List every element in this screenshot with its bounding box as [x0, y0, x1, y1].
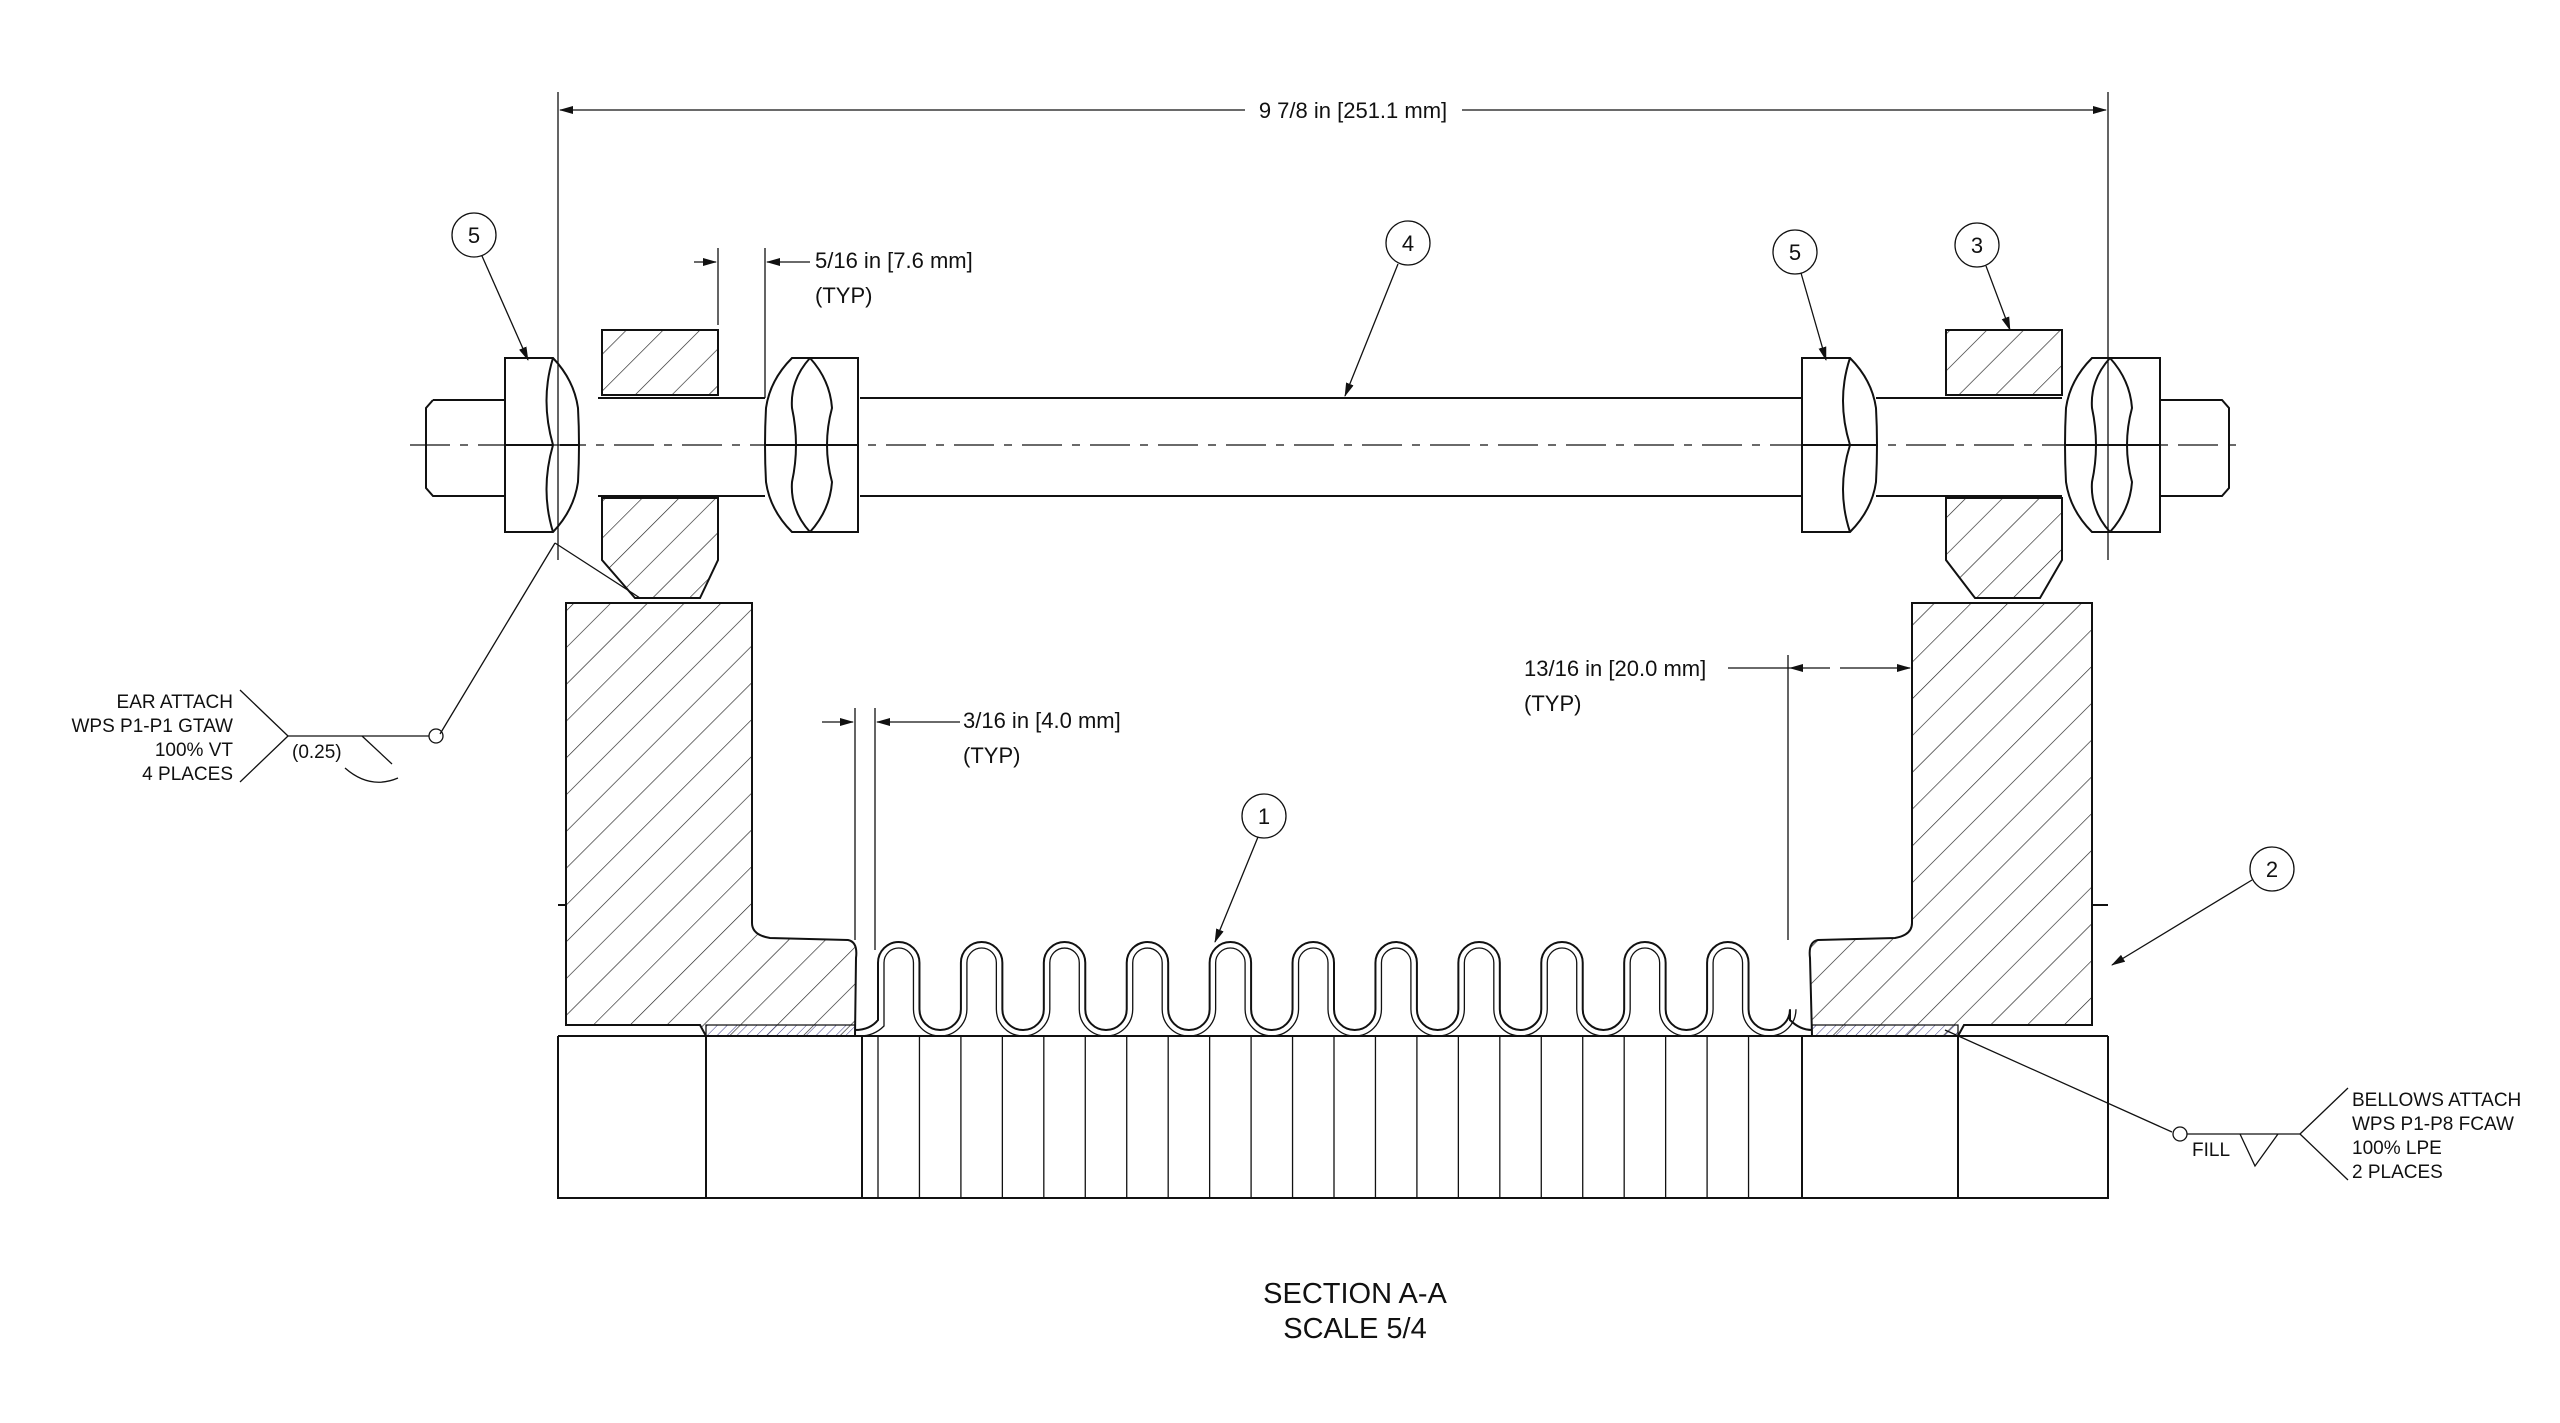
svg-text:4: 4: [1402, 231, 1414, 256]
bellows-attach-fill: FILL: [2192, 1140, 2230, 1161]
ear-attach-size: (0.25): [292, 742, 342, 763]
nut-right-outer: [2064, 357, 2161, 533]
balloon-5-right: 5: [1772, 229, 1827, 361]
weld-bead-right: [1811, 1024, 1959, 1037]
nut-gap-typ: (TYP): [815, 283, 872, 308]
bellows: [854, 941, 1813, 1198]
balloon-4: 4: [1344, 220, 1431, 397]
bellows-attach-line2: WPS P1-P8 FCAW: [2352, 1114, 2514, 1135]
flange-right: [1808, 602, 2108, 1037]
bellows-gap-label: 3/16 in [4.0 mm]: [963, 708, 1121, 733]
bellows-attach-weld-callout: FILL BELLOWS ATTACH WPS P1-P8 FCAW 100% …: [1944, 1029, 2521, 1183]
balloon-2: 2: [2111, 846, 2295, 966]
overall-dimension: 9 7/8 in [251.1 mm]: [557, 92, 2109, 560]
flange-gap-label: 13/16 in [20.0 mm]: [1524, 656, 1706, 681]
ear-right: [1945, 329, 2063, 599]
ear-attach-line2: WPS P1-P1 GTAW: [71, 716, 233, 737]
tie-rod: [410, 397, 2245, 497]
nut-gap-dimension: 5/16 in [7.6 mm] (TYP): [694, 248, 973, 398]
bellows-gap-typ: (TYP): [963, 743, 1020, 768]
nut-gap-label: 5/16 in [7.6 mm]: [815, 248, 973, 273]
section-scale: SCALE 5/4: [1283, 1313, 1426, 1345]
svg-text:5: 5: [468, 223, 480, 248]
bellows-attach-line1: BELLOWS ATTACH: [2352, 1090, 2521, 1111]
section-title: SECTION A-A: [1263, 1278, 1447, 1310]
svg-text:2: 2: [2266, 857, 2278, 882]
balloon-3: 3: [1954, 222, 2011, 331]
flange-left: [558, 602, 858, 1037]
nut-left-outer: [504, 357, 580, 533]
ear-attach-line1: EAR ATTACH: [117, 692, 233, 713]
svg-text:5: 5: [1789, 240, 1801, 265]
flange-gap-typ: (TYP): [1524, 691, 1581, 716]
balloon-1: 1: [1214, 793, 1287, 943]
overall-dimension-label: 9 7/8 in [251.1 mm]: [1259, 98, 1447, 123]
svg-text:1: 1: [1258, 804, 1270, 829]
ear-attach-line4: 4 PLACES: [142, 764, 233, 785]
ear-left: [601, 329, 719, 599]
ear-attach-line3: 100% VT: [155, 740, 234, 761]
svg-text:3: 3: [1971, 233, 1983, 258]
ear-attach-weld-callout: (0.25) EAR ATTACH WPS P1-P1 GTAW 100% VT…: [71, 542, 641, 785]
bellows-gap-dimension: 3/16 in [4.0 mm] (TYP): [822, 708, 1121, 950]
base-block: [557, 1035, 2109, 1199]
bellows-attach-line3: 100% LPE: [2352, 1138, 2442, 1159]
flange-gap-dimension: 13/16 in [20.0 mm] (TYP): [1524, 655, 1911, 940]
nut-right-inner: [1801, 357, 1897, 533]
nut-left-inner: [764, 357, 859, 533]
weld-bead-left: [705, 1024, 856, 1037]
bellows-attach-line4: 2 PLACES: [2352, 1162, 2443, 1183]
balloon-5-left: 5: [451, 212, 529, 361]
